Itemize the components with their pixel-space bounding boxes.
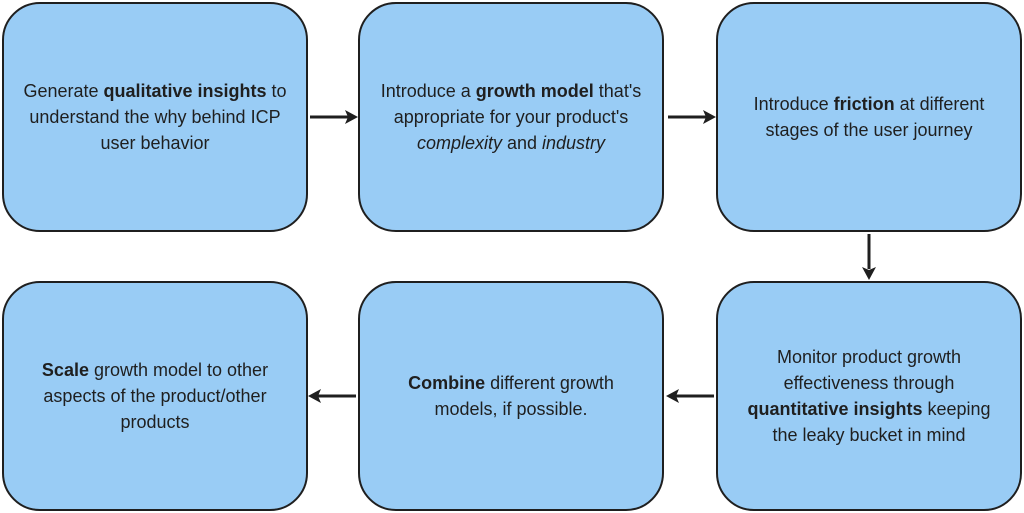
arrowhead-1-to-2 (345, 110, 358, 124)
arrowhead-3-to-4 (862, 267, 876, 280)
step-3-text: Introduce friction at different stages o… (753, 94, 985, 140)
step-5-text: Combine different growth models, if poss… (408, 373, 614, 419)
step-6-text: Scale growth model to other aspects of t… (41, 360, 269, 432)
arrowhead-2-to-3 (703, 110, 716, 124)
step-4-box: Monitor product growth effectiveness thr… (716, 281, 1022, 511)
step-4-text: Monitor product growth effectiveness thr… (747, 347, 991, 445)
step-1-box: Generate qualitative insights to underst… (2, 2, 308, 232)
arrowhead-4-to-5 (666, 389, 679, 403)
step-2-box: Introduce a growth model that's appropri… (358, 2, 664, 232)
step-1-text: Generate qualitative insights to underst… (23, 81, 287, 153)
arrowhead-5-to-6 (308, 389, 321, 403)
step-6-box: Scale growth model to other aspects of t… (2, 281, 308, 511)
step-2-text: Introduce a growth model that's appropri… (380, 81, 642, 153)
step-3-box: Introduce friction at different stages o… (716, 2, 1022, 232)
step-5-box: Combine different growth models, if poss… (358, 281, 664, 511)
